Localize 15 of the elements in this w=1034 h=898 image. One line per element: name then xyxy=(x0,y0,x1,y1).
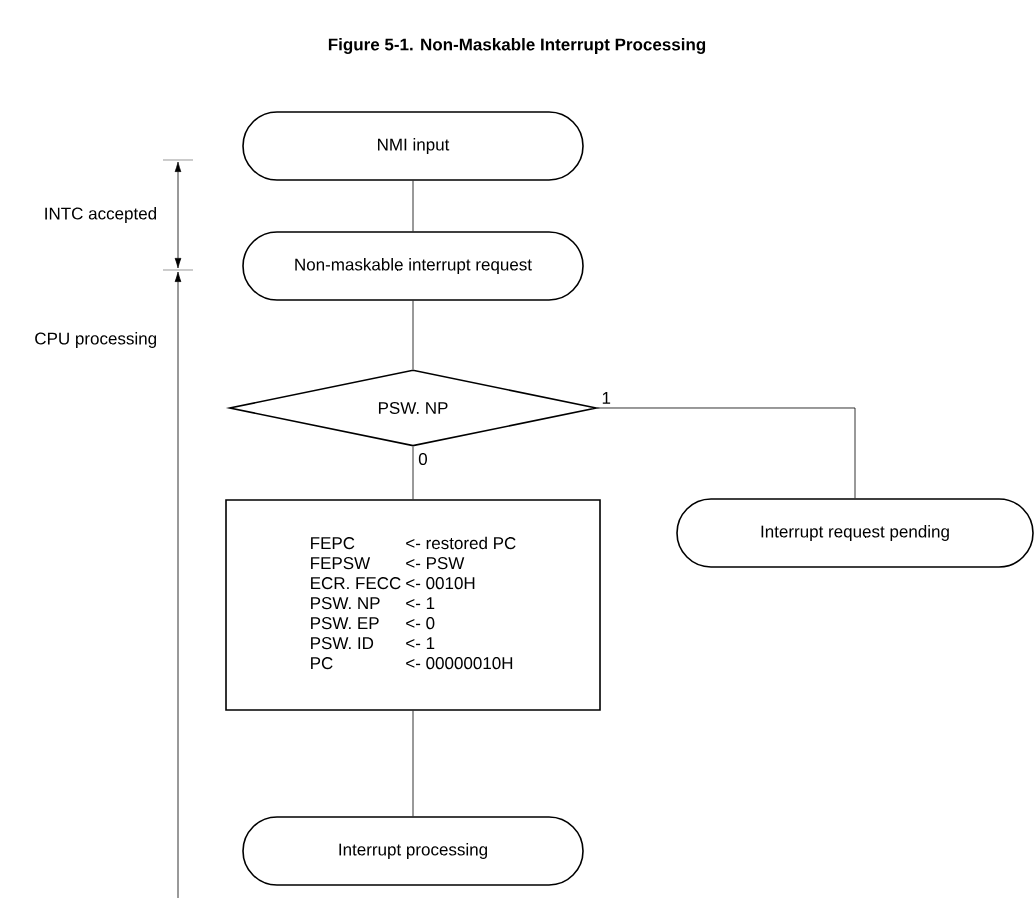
dimension-label: CPU processing xyxy=(35,332,156,348)
terminal-box: NMI input xyxy=(242,111,584,181)
figure-title: Figure 5-1. Non-Maskable Interrupt Processing xyxy=(328,38,706,54)
edge-label: 0 xyxy=(418,453,427,466)
connector-line xyxy=(412,300,414,370)
terminal-box: Interrupt processing xyxy=(242,816,584,886)
process-box: FEPC <- restored PC FEPSW <- PSW ECR. FECC <- 0010H PSW. NP <- 1 PSW. EP <- 0 PSW. ID <- 1 PC <- 00000010H xyxy=(225,499,601,711)
connector-line xyxy=(412,710,414,817)
dimension-label: INTC accepted xyxy=(45,207,156,223)
terminal-box: Interrupt request pending xyxy=(676,498,1034,568)
connector-line xyxy=(412,446,414,500)
edge-label: 1 xyxy=(602,392,611,404)
connector-line xyxy=(412,180,414,232)
connector-line xyxy=(596,407,856,499)
terminal-box: Non-maskable interrupt request xyxy=(242,231,584,301)
